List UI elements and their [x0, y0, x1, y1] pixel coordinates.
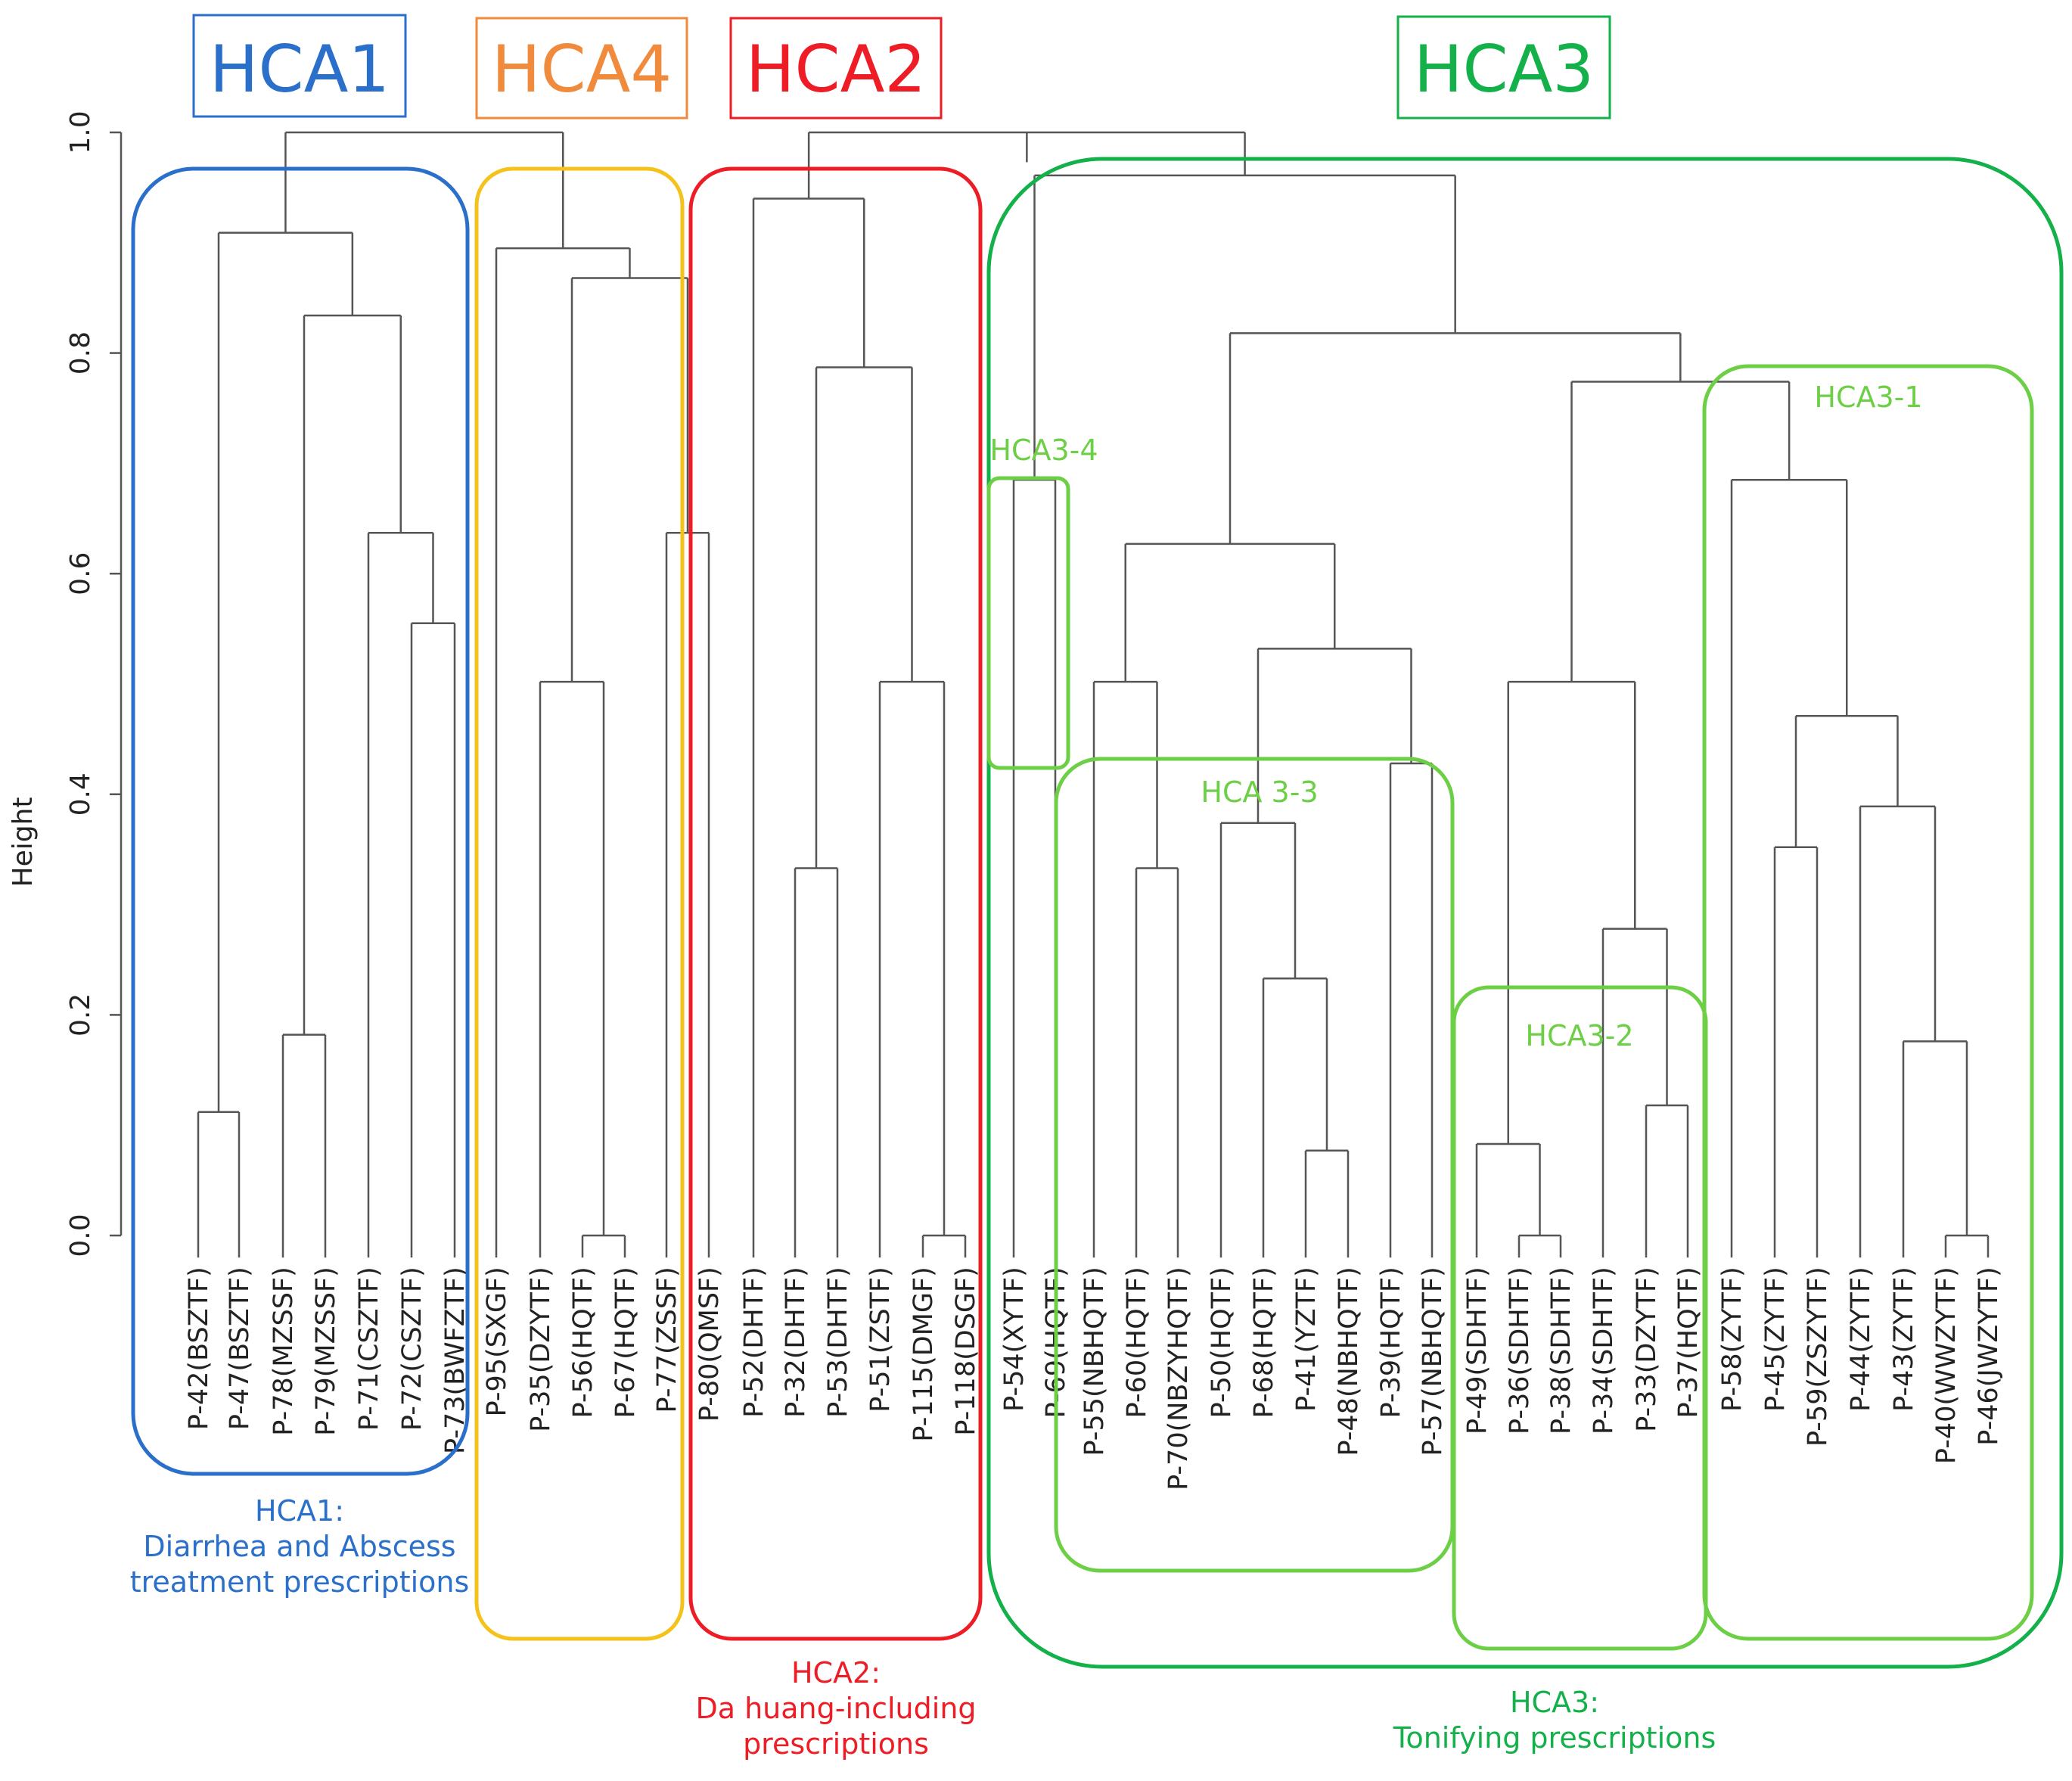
- y-tick-label: 0.6: [65, 552, 96, 595]
- leaf-label: P-79(MZSSF): [311, 1267, 341, 1436]
- hca4-frame: [474, 166, 685, 1641]
- leaf-label: P-67(HQTF): [610, 1267, 641, 1418]
- leaf-label: P-41(YZTF): [1291, 1267, 1322, 1412]
- leaf-label: P-115(DMGF): [909, 1267, 939, 1441]
- leaf-label: P-55(NBHQTF): [1079, 1267, 1110, 1456]
- leaf-label: P-42(BSZTF): [184, 1267, 214, 1430]
- leaf-label: P-40(WWZYTF): [1931, 1267, 1962, 1464]
- hca2-caption-line3: prescriptions: [743, 1727, 929, 1761]
- hca3-frame: [986, 157, 2064, 1669]
- leaf-label: P-43(ZYTF): [1889, 1267, 1919, 1412]
- leaf-label: P-37(HQTF): [1673, 1267, 1704, 1418]
- leaf-label: P-36(SDHTF): [1505, 1267, 1535, 1434]
- hca1-caption-line1: HCA1:: [255, 1494, 344, 1528]
- hca3-4-frame: [986, 476, 1070, 770]
- leaf-label: P-33(DZYTF): [1632, 1267, 1662, 1432]
- subcluster-labels: HCA3-1 HCA3-2 HCA 3-3 HCA3-4: [989, 381, 1922, 1052]
- leaf-label: P-59(ZSZYTF): [1803, 1267, 1833, 1447]
- y-tick-label: 0.8: [65, 331, 96, 375]
- hca3-3-label: HCA 3-3: [1201, 775, 1318, 809]
- leaf-label: P-50(HQTF): [1207, 1267, 1237, 1418]
- hca3-1-frame: [1702, 364, 2034, 1641]
- leaf-label: P-118(DSGF): [951, 1267, 981, 1436]
- hca1-title-box: [192, 14, 407, 118]
- leaf-label: P-51(ZSTF): [865, 1267, 896, 1413]
- leaf-label: P-78(MZSSF): [269, 1267, 299, 1436]
- y-tick-label: 0.2: [65, 993, 96, 1037]
- dendrogram-branches: [197, 131, 1990, 1258]
- leaf-label: P-53(DHTF): [823, 1267, 853, 1418]
- leaf-label: P-34(SDHTF): [1589, 1267, 1619, 1434]
- hca1-caption-line2: Diarrhea and Abscess: [143, 1530, 455, 1563]
- leaf-label: P-77(ZSSF): [652, 1267, 682, 1413]
- leaf-label: P-47(BSZTF): [225, 1267, 255, 1430]
- leaf-label: P-58(ZYTF): [1717, 1267, 1747, 1412]
- hca1-frame: [131, 166, 470, 1476]
- hca3-caption-line1: HCA3:: [1510, 1686, 1599, 1719]
- hca3-4-label: HCA3-4: [989, 434, 1098, 467]
- leaf-label: P-52(DHTF): [739, 1267, 769, 1418]
- cluster-titles: HCA1 HCA4 HCA2 HCA3: [192, 14, 1611, 120]
- captions: HCA1: Diarrhea and Abscess treatment pre…: [130, 1494, 1716, 1761]
- hca1-caption-line3: treatment prescriptions: [130, 1565, 470, 1599]
- leaf-label: P-54(XYTF): [999, 1267, 1030, 1412]
- leaf-label: P-48(NBHQTF): [1334, 1267, 1364, 1456]
- y-ticks: 0.0 0.2 0.4 0.6 0.8 1.0: [65, 110, 121, 1257]
- hca4-title-box: [475, 17, 688, 120]
- y-axis-label: Height: [8, 797, 39, 887]
- leaf-label: P-60(HQTF): [1122, 1267, 1152, 1418]
- leaf-label: P-32(DHTF): [781, 1267, 811, 1418]
- hca4-title: HCA4: [492, 32, 672, 107]
- y-axis: 0.0 0.2 0.4 0.6 0.8 1.0 Height: [8, 110, 123, 1257]
- leaf-label: P-38(SDHTF): [1546, 1267, 1577, 1434]
- cluster-frames: [131, 157, 2064, 1669]
- leaf-label: P-44(ZYTF): [1846, 1267, 1876, 1412]
- leaf-label: P-45(ZYTF): [1760, 1267, 1791, 1412]
- leaf-label: P-49(SDHTF): [1462, 1267, 1493, 1434]
- hca2-title: HCA2: [746, 32, 926, 107]
- leaf-label: P-68(HQTF): [1249, 1267, 1279, 1418]
- leaf-label: P-72(CSZTF): [397, 1267, 427, 1431]
- y-tick-label: 0.0: [65, 1214, 96, 1257]
- hca2-frame: [688, 166, 983, 1641]
- leaf-label: P-57(NBHQTF): [1418, 1267, 1448, 1456]
- leaf-label: P-95(SXGF): [482, 1267, 512, 1416]
- leaf-label: P-71(CSZTF): [354, 1267, 384, 1431]
- hca3-3-frame: [1054, 757, 1455, 1573]
- hca2-title-box: [729, 17, 943, 120]
- hca3-title: HCA3: [1414, 32, 1594, 107]
- leaf-label: P-56(HQTF): [568, 1267, 598, 1418]
- hca3-1-label: HCA3-1: [1814, 381, 1922, 414]
- hca3-2-label: HCA3-2: [1525, 1019, 1633, 1052]
- leaf-label: P-70(NBZYHQTF): [1163, 1267, 1194, 1490]
- leaf-label: P-35(DZYTF): [526, 1267, 556, 1432]
- leaf-label: P-39(HQTF): [1376, 1267, 1406, 1418]
- y-tick-label: 1.0: [65, 110, 96, 154]
- hca2-caption-line2: Da huang-including: [695, 1692, 976, 1725]
- hca3-caption-line2: Tonifying prescriptions: [1393, 1721, 1716, 1755]
- hca1-title: HCA1: [210, 32, 390, 107]
- leaf-labels: P-42(BSZTF) P-47(BSZTF) P-78(MZSSF) P-79(MZ…: [184, 1267, 2004, 1490]
- leaf-label: P-46(JWZYTF): [1974, 1267, 2004, 1446]
- hca2-caption-line1: HCA2:: [791, 1656, 881, 1689]
- y-tick-label: 0.4: [65, 772, 96, 816]
- leaf-label: P-80(QMSF): [694, 1267, 725, 1422]
- hca3-title-box: [1396, 15, 1611, 120]
